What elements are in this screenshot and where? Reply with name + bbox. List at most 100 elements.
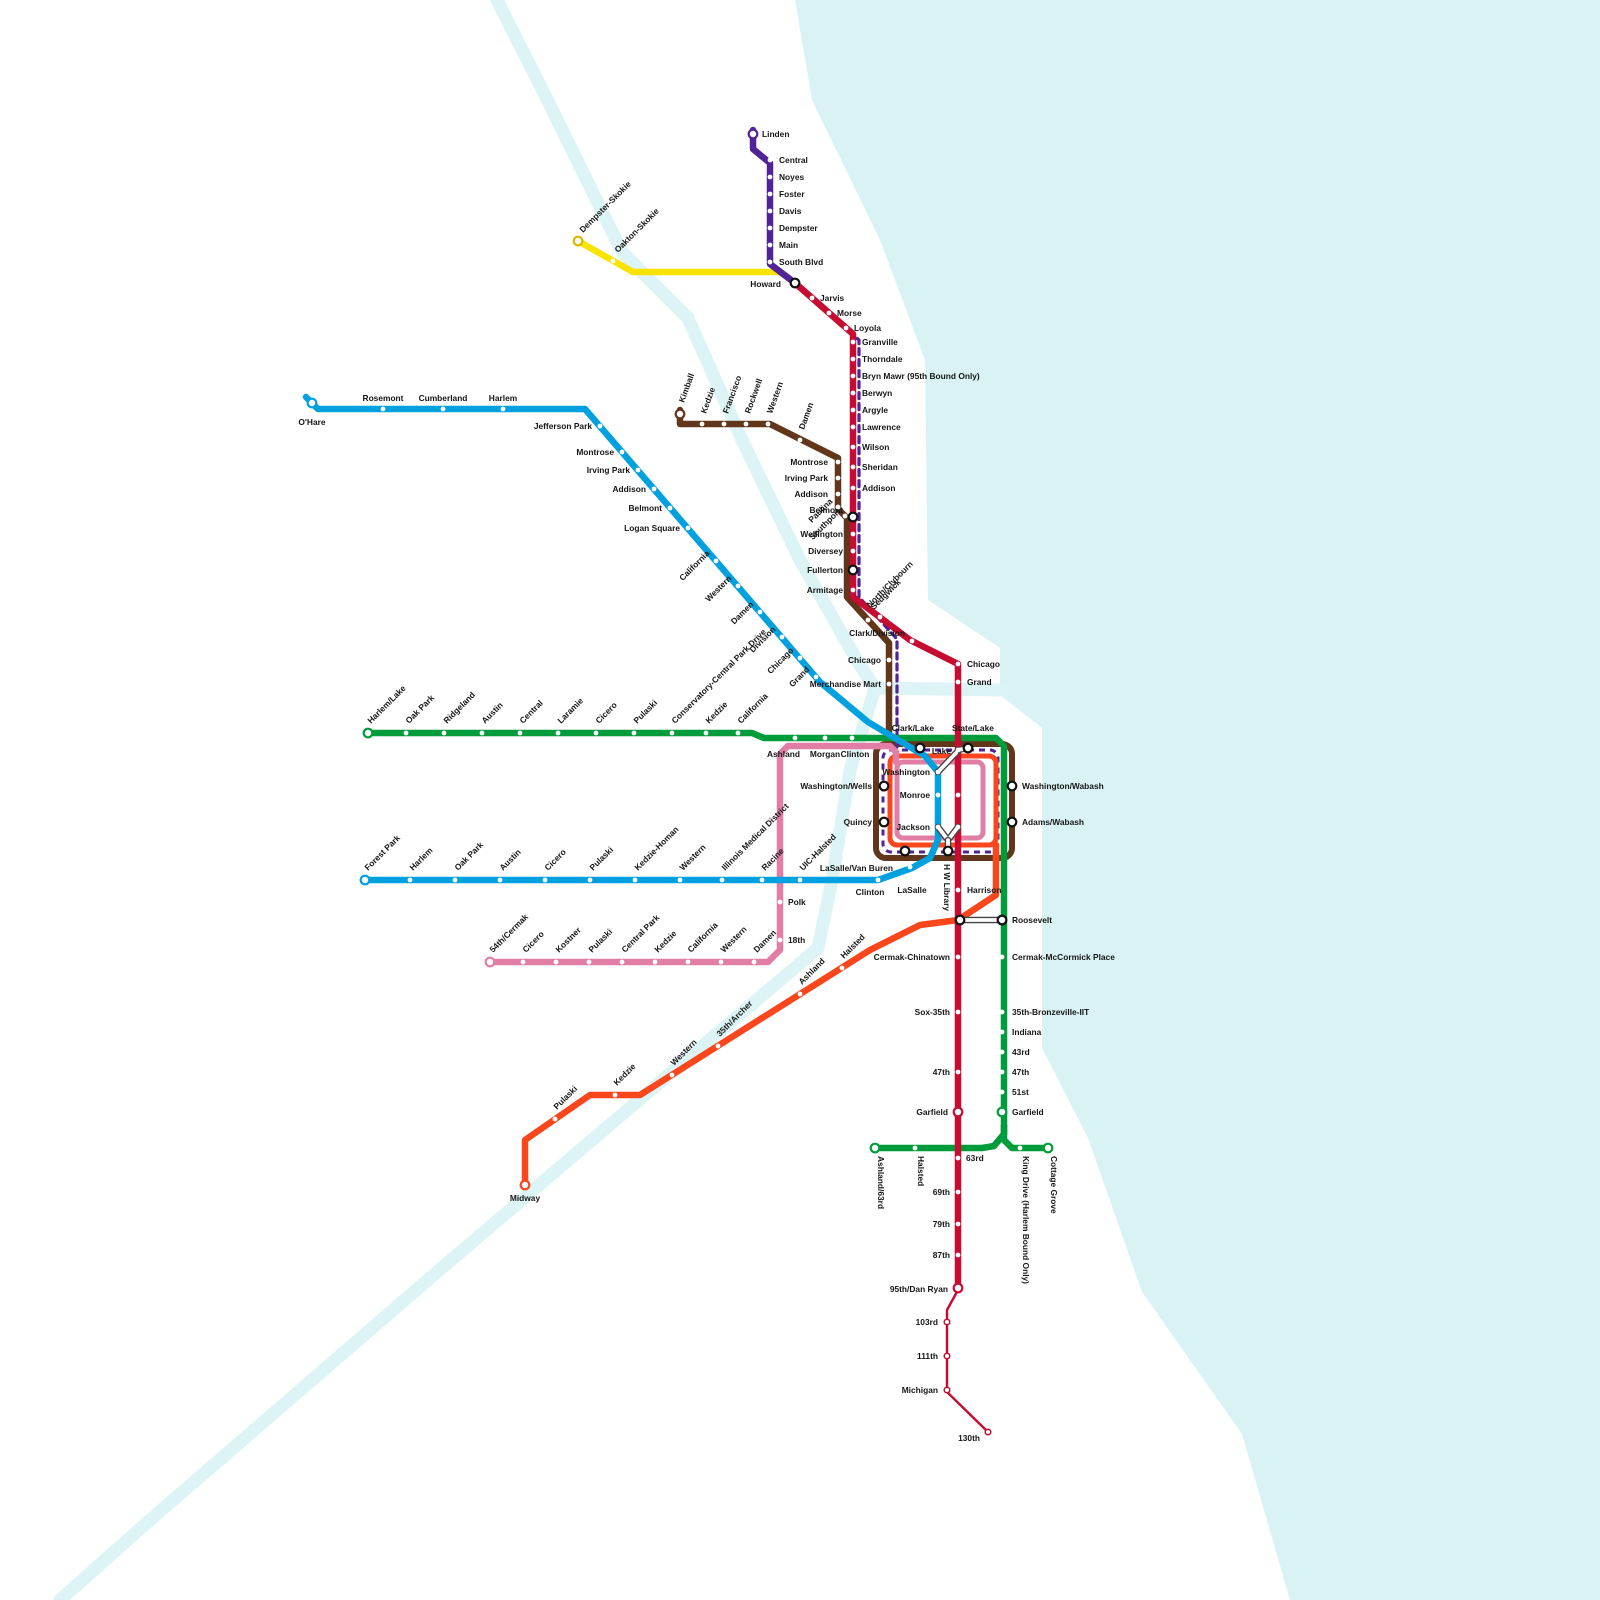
- station-marker: [850, 390, 856, 396]
- station-label: Michigan: [902, 1385, 938, 1395]
- station-label: Washington/Wabash: [1022, 781, 1104, 791]
- station-label: South Blvd: [779, 257, 823, 267]
- station-marker-transfer: [1006, 816, 1018, 828]
- station-label: Irving Park: [587, 465, 631, 475]
- station-label: Cicero: [593, 700, 619, 726]
- station-marker: [955, 792, 961, 798]
- station-label: 51st: [1012, 1087, 1029, 1097]
- station-marker: [677, 877, 683, 883]
- station-label: Main: [779, 240, 798, 250]
- station-label: Harrison: [967, 885, 1001, 895]
- station-marker: [452, 877, 458, 883]
- station-label: 87th: [933, 1250, 950, 1260]
- station-label: Pulaski: [586, 927, 614, 955]
- station-label: Clinton: [841, 749, 870, 759]
- station-marker-transfer: [789, 277, 801, 289]
- station-marker: [850, 444, 856, 450]
- station-marker: [850, 407, 856, 413]
- station-label: Kimball: [676, 372, 696, 404]
- station-label: Chicago: [848, 655, 881, 665]
- station-marker: [849, 735, 855, 741]
- station-label: H W Library: [942, 864, 952, 911]
- station-label: Howard: [750, 279, 781, 289]
- station-label: Forest Park: [362, 833, 402, 873]
- station-marker: [751, 959, 757, 965]
- station-marker-future: [943, 1386, 951, 1394]
- station-label: Indiana: [1012, 1027, 1042, 1037]
- station-label: Belmont: [810, 505, 844, 515]
- station-marker: [935, 824, 941, 830]
- station-marker: [779, 634, 785, 640]
- station-label: Pulaski: [631, 698, 659, 726]
- station-marker-transfer: [1042, 1142, 1054, 1154]
- station-label: Pulaski: [587, 845, 615, 873]
- station-marker: [826, 310, 832, 316]
- station-label: Cermak-Chinatown: [874, 952, 950, 962]
- station-label: Jarvis: [820, 293, 845, 303]
- station-marker: [652, 959, 658, 965]
- station-marker: [809, 295, 815, 301]
- station-label: Loyola: [854, 323, 881, 333]
- station-label: Dempster: [779, 223, 818, 233]
- station-marker: [839, 965, 845, 971]
- station-label: Cumberland: [419, 393, 468, 403]
- station-marker: [999, 1029, 1005, 1035]
- station-marker: [517, 730, 523, 736]
- station-marker: [767, 191, 773, 197]
- station-marker-transfer: [878, 780, 890, 792]
- station-marker: [407, 877, 413, 883]
- station-marker: [835, 491, 841, 497]
- station-label: Washington/Wells: [800, 781, 872, 791]
- station-label: Cicero: [542, 847, 568, 873]
- station-marker-transfer: [674, 408, 686, 420]
- station-marker: [651, 486, 657, 492]
- station-marker: [955, 1252, 961, 1258]
- station-label: Kedzie: [703, 699, 729, 725]
- lake-michigan: [795, 0, 1600, 1600]
- station-marker: [835, 504, 841, 510]
- station-label: Harlem: [407, 845, 434, 872]
- station-label: Irving Park: [785, 473, 829, 483]
- station-label: Kedzie-Homan: [632, 824, 680, 872]
- line-green-cottage-branch: [1000, 1122, 1052, 1152]
- station-label: Rosemont: [363, 393, 404, 403]
- station-marker: [1017, 1145, 1023, 1151]
- station-label: 95th/Dan Ryan: [890, 1284, 948, 1294]
- station-marker: [759, 877, 765, 883]
- station-marker: [850, 356, 856, 362]
- station-label: LaSalle/Van Buren: [820, 863, 893, 873]
- station-label: Quincy: [844, 817, 873, 827]
- station-marker: [719, 877, 725, 883]
- line-purple: [749, 126, 799, 287]
- station-marker: [850, 424, 856, 430]
- line-red-extension: [945, 1288, 990, 1434]
- station-marker-transfer: [899, 845, 911, 857]
- river: [53, 681, 882, 1600]
- station-marker: [886, 657, 892, 663]
- station-marker: [735, 730, 741, 736]
- station-marker: [955, 887, 961, 893]
- station-marker-transfer: [942, 845, 954, 857]
- brown-loop: [873, 741, 1015, 861]
- station-marker: [552, 1116, 558, 1122]
- station-label: Harlem: [489, 393, 517, 403]
- station-label: Kedzie: [652, 928, 678, 954]
- station-marker: [735, 583, 741, 589]
- station-marker: [792, 735, 798, 741]
- station-marker: [955, 661, 961, 667]
- station-marker: [797, 877, 803, 883]
- station-marker: [440, 406, 446, 412]
- station-marker: [685, 525, 691, 531]
- station-marker: [441, 730, 447, 736]
- station-marker: [767, 208, 773, 214]
- station-label: Granville: [862, 337, 898, 347]
- station-label: California: [677, 548, 712, 583]
- station-marker: [955, 1009, 961, 1015]
- station-label: 47th: [933, 1067, 950, 1077]
- station-marker: [907, 864, 913, 870]
- station-label: Jefferson Park: [534, 421, 593, 431]
- station-label: Linden: [762, 129, 789, 139]
- station-label: Jackson: [896, 822, 930, 832]
- river: [490, 0, 882, 695]
- station-marker: [631, 730, 637, 736]
